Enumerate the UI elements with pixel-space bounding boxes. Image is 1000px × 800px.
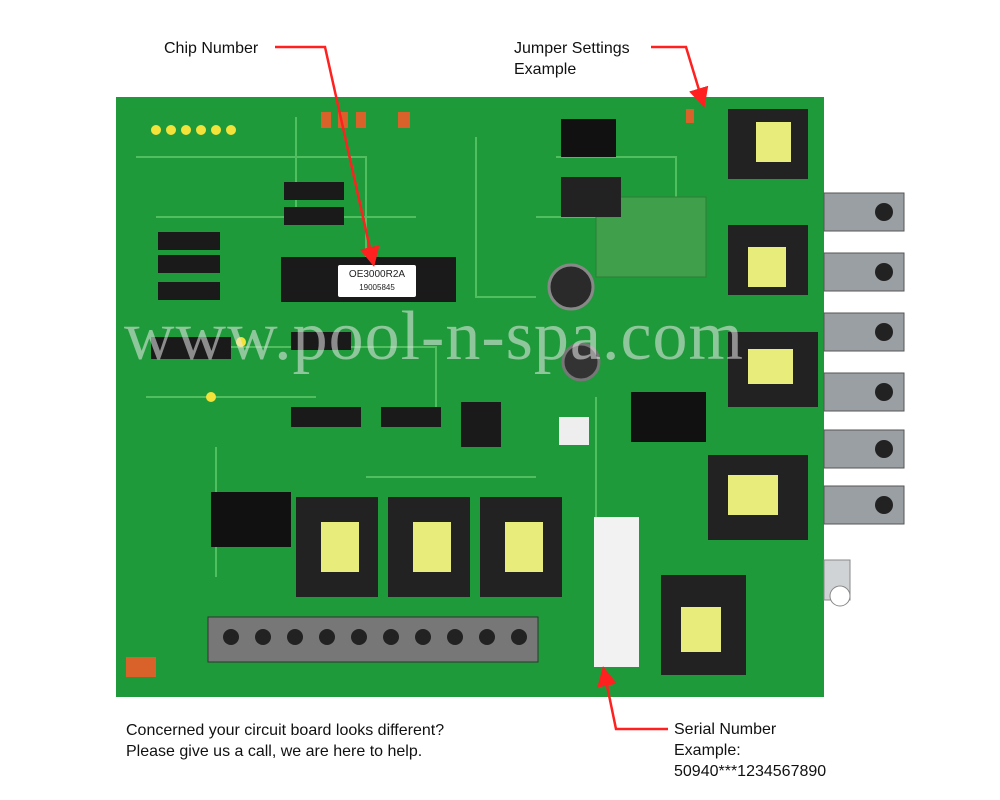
chip-sticker: OE3000R2A 19005845 (338, 265, 416, 297)
chip-code-text: 19005845 (359, 283, 395, 292)
jumper-settings-label: Jumper Settings Example (514, 40, 630, 78)
chip-number-label: Chip Number (164, 40, 259, 57)
serial-arrow (597, 666, 668, 731)
serial-number-label: Serial Number Example: 50940***123456789… (674, 721, 827, 780)
chip-arrow (275, 45, 380, 267)
chip-model-text: OE3000R2A (348, 269, 406, 280)
circuit-board-photo: OE3000R2A 19005845 www.pool-n-spa.com (116, 97, 824, 697)
footer-line-1: Concerned your circuit board looks diffe… (126, 722, 445, 739)
circuit-board-graphic (126, 109, 818, 677)
site-watermark: www.pool-n-spa.com (124, 298, 745, 375)
jumper-arrow (651, 45, 709, 108)
footer-line-2: Please give us a call, we are here to he… (126, 743, 423, 760)
